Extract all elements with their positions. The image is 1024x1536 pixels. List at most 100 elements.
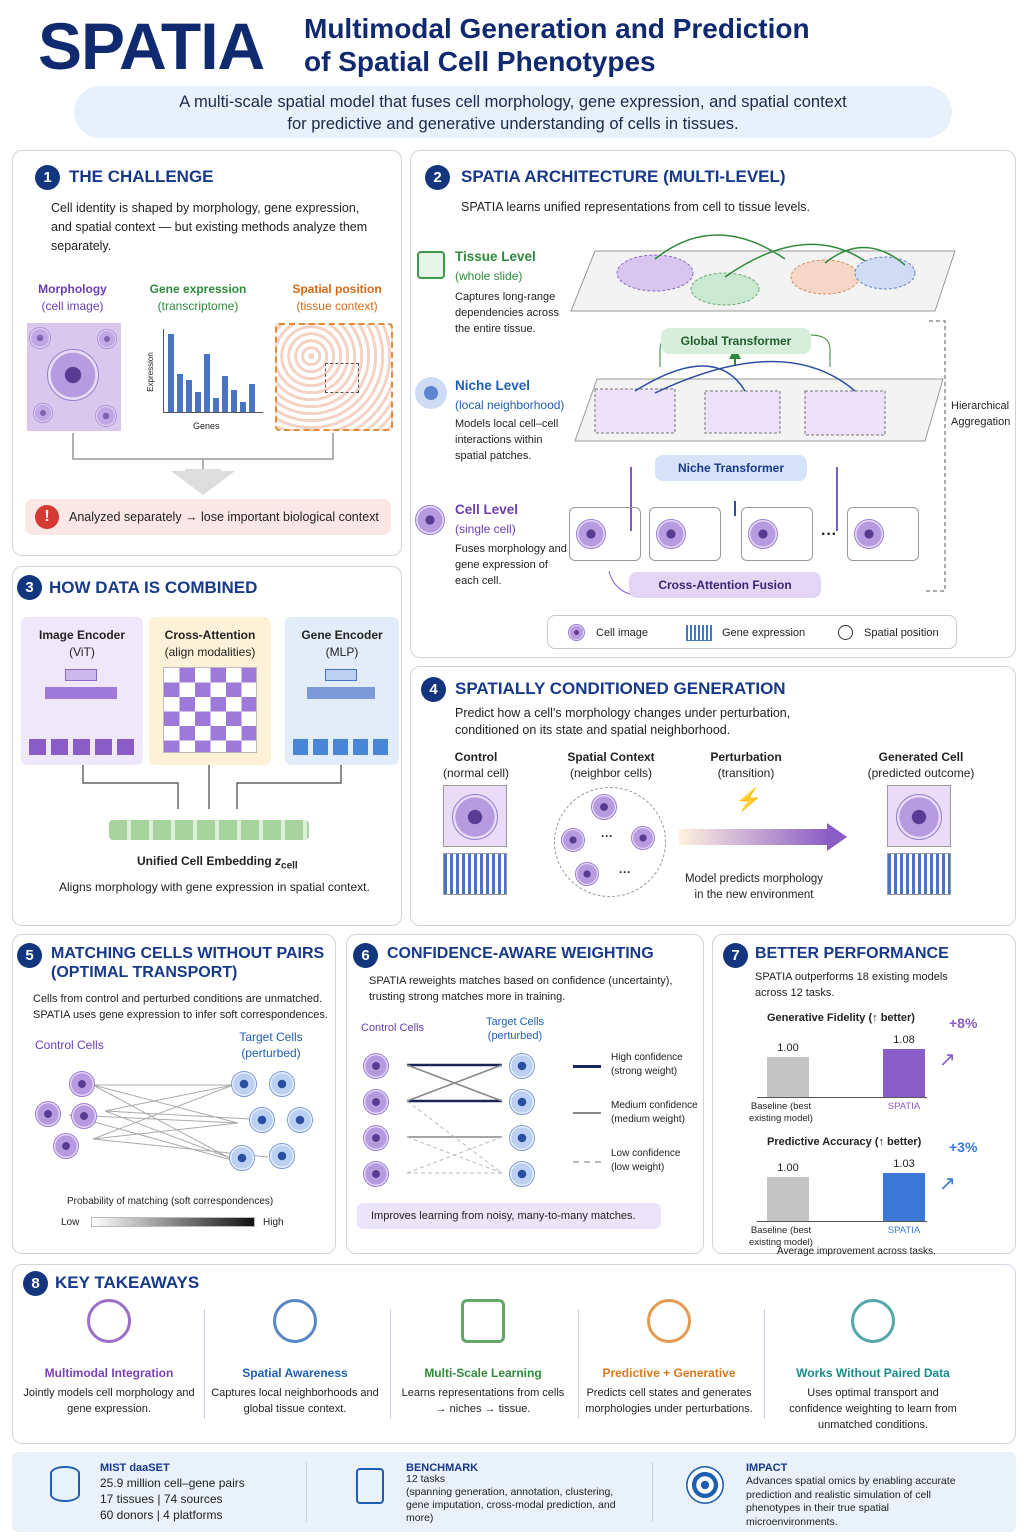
panel-number: 3 <box>17 575 42 600</box>
chart-value-label: 1.08 <box>893 1034 915 1046</box>
control-cell <box>53 1133 79 1159</box>
generation-text: Predict how a cell's morphology changes … <box>455 706 791 737</box>
chart-title: Predictive Accuracy (↑ better) <box>767 1136 922 1148</box>
chart-value-label: 1.00 <box>777 1042 799 1054</box>
chart-category-label: Baseline (best existing model) <box>749 1225 813 1248</box>
panel-title-line-2: (OPTIMAL TRANSPORT) <box>51 964 238 981</box>
chart-value-label: 1.00 <box>777 1162 799 1174</box>
spatial-title: Spatial position <box>292 282 382 296</box>
gene-title: Gene expression <box>149 282 247 296</box>
cross-attention-fusion-label: Cross-Attention Fusion <box>629 572 821 598</box>
control-cell <box>35 1101 61 1127</box>
takeaway-desc: Jointly models cell morphology and gene … <box>23 1387 195 1415</box>
panel-number: 8 <box>23 1271 48 1296</box>
takeaway-title: Multimodal Integration <box>44 1366 174 1380</box>
cell-level-desc: Fuses morphology and gene expression of … <box>455 543 567 587</box>
low-confidence-sub: (low weight) <box>611 1162 665 1173</box>
perturbation-title: Perturbation <box>710 750 782 764</box>
embedding-symbol: z <box>275 854 282 868</box>
control-cells-label: Control Cells <box>35 1038 104 1052</box>
panel-title: KEY TAKEAWAYS <box>55 1273 200 1292</box>
tissue-level-sub: (whole slide) <box>455 269 523 283</box>
cell-card <box>847 507 919 561</box>
spatial-tissue-image <box>275 323 393 431</box>
spatial-context-title: Spatial Context <box>567 750 655 764</box>
control-cell <box>363 1089 389 1115</box>
panel-architecture: 2 SPATIA ARCHITECTURE (MULTI-LEVEL) SPAT… <box>410 150 1016 658</box>
gene-encoder-sub: (MLP) <box>325 645 359 659</box>
medium-confidence-label: Medium confidence <box>611 1100 698 1111</box>
gene-encoder-title: Gene Encoder <box>301 628 383 642</box>
takeaway-divider <box>390 1309 391 1419</box>
impact-title: IMPACT <box>746 1462 788 1474</box>
confidence-text: SPATIA reweights matches based on confid… <box>369 975 673 1003</box>
network-icon <box>851 1299 895 1343</box>
panel-challenge: 1 THE CHALLENGE Cell identity is shaped … <box>12 150 402 556</box>
target-cells-sub: (perturbed) <box>487 1030 543 1042</box>
impact-text: Advances spatial omics by enabling accur… <box>746 1475 956 1528</box>
legend-spatial-position: Spatial position <box>864 627 939 639</box>
control-sub: (normal cell) <box>442 766 509 780</box>
genes-axis-label: Genes <box>193 421 220 431</box>
niche-icon <box>415 377 447 409</box>
target-cell <box>509 1053 535 1079</box>
gene-expression-icon <box>686 625 712 641</box>
performance-text: SPATIA outperforms 18 existing models ac… <box>755 971 948 999</box>
target-cell <box>509 1125 535 1151</box>
target-cell <box>249 1107 275 1133</box>
chart-bar <box>767 1177 809 1221</box>
takeaway-desc: Learns representations from cells → nich… <box>401 1387 565 1415</box>
panel-title: SPATIALLY CONDITIONED GENERATION <box>455 679 786 698</box>
magic-wand-icon <box>647 1299 691 1343</box>
generated-cell-image <box>887 785 951 847</box>
target-cells-label: Target Cells <box>485 1016 545 1028</box>
target-cells-sub: (perturbed) <box>241 1046 301 1060</box>
control-title: Control <box>454 750 498 764</box>
morphology-title: Morphology <box>38 282 107 296</box>
chart-category-label: SPATIA <box>887 1225 921 1236</box>
tagline: A multi-scale spatial model that fuses c… <box>74 86 952 138</box>
expression-axis-label: Expression <box>145 352 155 392</box>
control-cells-label: Control Cells <box>361 1022 424 1034</box>
legend-gene-expression: Gene expression <box>722 627 806 639</box>
takeaway-title: Predictive + Generative <box>602 1366 736 1380</box>
spatial-sub: (tissue context) <box>296 299 378 313</box>
clipboard-icon <box>356 1468 384 1504</box>
alert-box: ! Analyzed separately → lose important b… <box>25 499 391 535</box>
control-cell <box>363 1125 389 1151</box>
probability-gradient <box>91 1217 255 1227</box>
target-cells-label: Target Cells <box>239 1030 303 1044</box>
tissue-level-title: Tissue Level <box>455 249 536 264</box>
panel-generation: 4 SPATIALLY CONDITIONED GENERATION Predi… <box>410 666 1016 926</box>
panel-title: CONFIDENCE-AWARE WEIGHTING <box>387 945 654 962</box>
control-cell-image <box>443 785 507 847</box>
footer: MIST daaSET 25.9 million cell–gene pairs… <box>12 1452 1016 1532</box>
chart-bar <box>883 1049 925 1097</box>
high-label: High <box>263 1217 284 1228</box>
panel-confidence: 6 CONFIDENCE-AWARE WEIGHTING SPATIA rewe… <box>346 934 704 1254</box>
high-confidence-label: High confidence <box>611 1052 683 1063</box>
cells-ellipsis: ··· <box>821 526 837 543</box>
page-title: SPATIA <box>38 9 265 83</box>
generated-cell-title: Generated Cell <box>878 750 964 764</box>
unified-embedding-bar <box>109 820 309 840</box>
gene-sub: (transcriptome) <box>157 299 239 313</box>
cell-level-title: Cell Level <box>455 502 519 517</box>
takeaway-title: Multi-Scale Learning <box>424 1366 542 1380</box>
panel-number: 6 <box>353 943 378 968</box>
cross-attention-sub: (align modalities) <box>164 645 256 659</box>
alert-text: Analyzed separately → lose important bio… <box>69 510 379 524</box>
global-transformer-label: Global Transformer <box>661 328 811 354</box>
chart-improvement-label: +8% <box>949 1015 978 1031</box>
panel-number: 7 <box>723 943 748 968</box>
takeaway-desc: Uses optimal transport and confidence we… <box>789 1387 957 1431</box>
hierarchical-label-1: Hierarchical <box>951 400 1010 412</box>
cross-attention-box: Cross-Attention (align modalities) <box>149 617 271 765</box>
chart-value-label: 1.03 <box>893 1158 915 1170</box>
target-cell <box>269 1143 295 1169</box>
context-ellipsis-2: ··· <box>619 865 631 879</box>
morphology-sub: (cell image) <box>41 299 104 313</box>
cross-attention-title: Cross-Attention <box>164 628 256 642</box>
low-label: Low <box>61 1217 80 1228</box>
